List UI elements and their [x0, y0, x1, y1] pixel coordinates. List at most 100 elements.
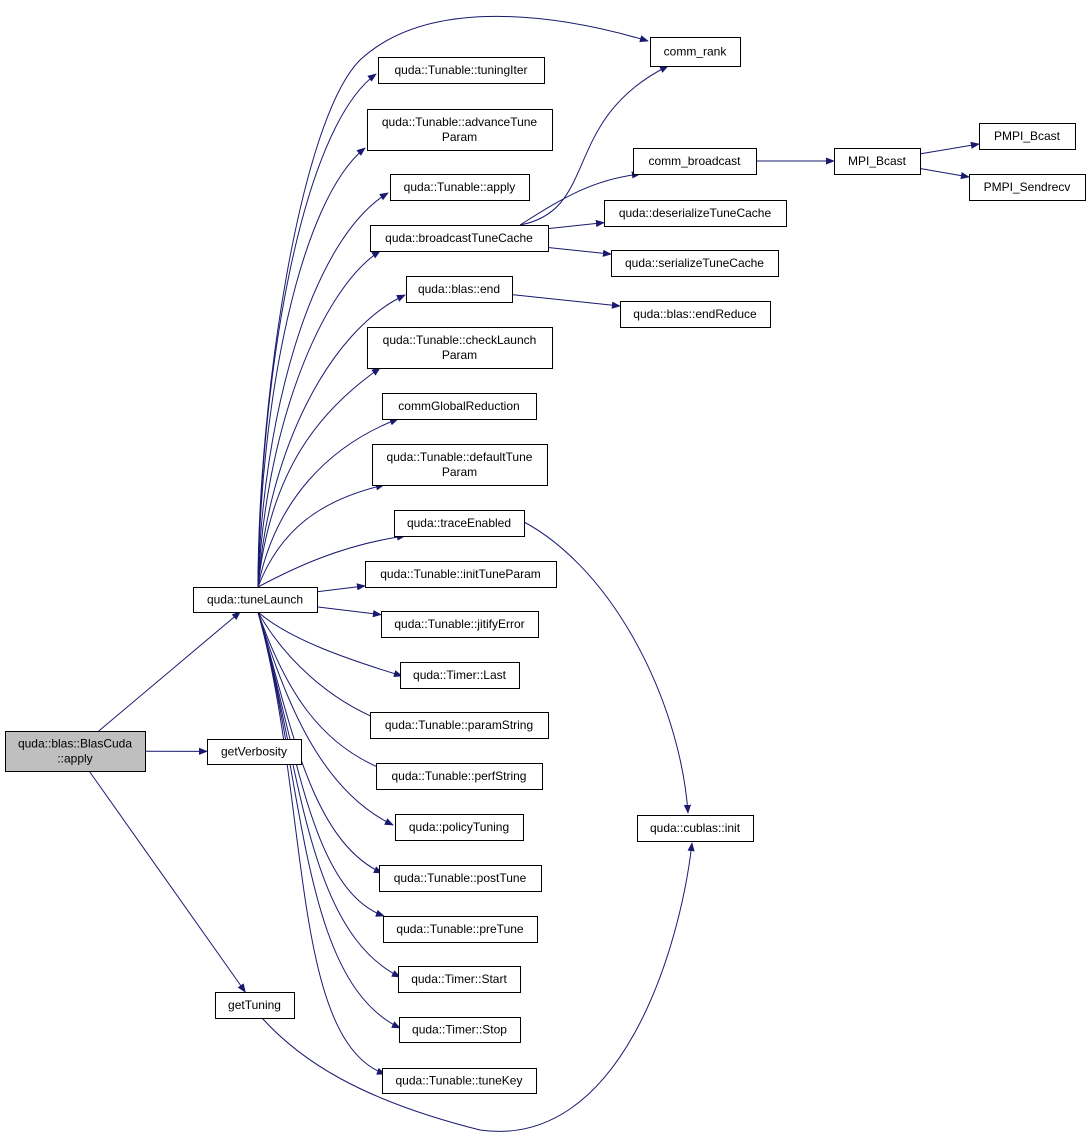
node-cublasInit[interactable]: quda::cublas::init — [637, 815, 754, 842]
node-timerStart[interactable]: quda::Timer::Start — [398, 966, 521, 993]
edge-tuneLaunch-to-blasEnd — [257, 294, 406, 588]
node-label: quda::Tunable::defaultTune — [387, 450, 533, 464]
node-label: quda::Tunable::jitifyError — [394, 617, 524, 631]
node-box — [395, 814, 524, 841]
edge-broadcastTuneCache-to-comm_broadcast — [519, 171, 641, 226]
edge-blasEnd-to-endReduce — [511, 294, 621, 309]
node-box — [633, 148, 757, 175]
node-label: quda::Tunable::perfString — [392, 769, 527, 783]
node-label: quda::Tunable::postTune — [394, 871, 527, 885]
node-box — [406, 276, 513, 303]
node-PMPI_Sendrecv[interactable]: PMPI_Sendrecv — [969, 174, 1086, 201]
node-box — [372, 444, 548, 486]
node-label: quda::Tunable::advanceTune — [382, 115, 538, 129]
node-box — [834, 148, 921, 175]
node-label: quda::serializeTuneCache — [625, 256, 764, 270]
edge-broadcastTuneCache-to-serializeTuneCache — [547, 246, 612, 257]
node-box — [399, 1017, 521, 1043]
node-getVerbosity[interactable]: getVerbosity — [207, 739, 302, 765]
node-tuningIter[interactable]: quda::Tunable::tuningIter — [378, 57, 545, 84]
node-preTune[interactable]: quda::Tunable::preTune — [383, 916, 538, 943]
edge-tuneLaunch-to-tuningIter — [257, 73, 377, 588]
node-deserializeTuneCache[interactable]: quda::deserializeTuneCache — [604, 200, 787, 227]
edge-tuneLaunch-to-initTuneParam — [316, 583, 366, 593]
edge-getTuning-to-cublasInit — [261, 842, 695, 1132]
node-box — [207, 739, 302, 765]
edge-tuneLaunch-to-timerStop — [257, 611, 401, 1029]
node-label: quda::traceEnabled — [407, 516, 511, 530]
node-label: quda::blas::BlasCuda — [18, 737, 132, 751]
edge-MPI_Bcast-to-PMPI_Bcast — [919, 141, 980, 155]
edge-tuneLaunch-to-perfString — [257, 611, 386, 771]
node-tunableApply[interactable]: quda::Tunable::apply — [390, 174, 530, 201]
node-box — [604, 200, 787, 227]
edge-tuneLaunch-to-checkLaunchParam — [257, 367, 381, 588]
node-label: quda::cublas::init — [650, 821, 741, 835]
node-box — [367, 327, 553, 369]
edge-tuneLaunch-to-defaultTuneParam — [257, 483, 385, 588]
node-box — [650, 37, 741, 67]
call-edges — [88, 15, 980, 1132]
node-broadcastTuneCache[interactable]: quda::broadcastTuneCache — [370, 225, 549, 252]
node-blasEnd[interactable]: quda::blas::end — [406, 276, 513, 303]
node-label: quda::Timer::Stop — [412, 1023, 507, 1037]
node-box — [398, 966, 521, 993]
edge-tuneLaunch-to-policyTuning — [257, 611, 394, 826]
node-label: quda::Tunable::initTuneParam — [380, 567, 541, 581]
node-initTuneParam[interactable]: quda::Tunable::initTuneParam — [365, 561, 557, 588]
edge-tuneLaunch-to-timerLast — [257, 611, 403, 678]
node-label: ::apply — [57, 752, 92, 766]
node-box — [390, 174, 530, 201]
node-perfString[interactable]: quda::Tunable::perfString — [376, 763, 543, 790]
node-tuneLaunch[interactable]: quda::tuneLaunch — [193, 587, 318, 613]
node-jitifyError[interactable]: quda::Tunable::jitifyError — [381, 611, 539, 638]
node-label: quda::blas::end — [418, 282, 500, 296]
edge-tuneLaunch-to-advanceTuneParam — [257, 147, 366, 588]
node-label: quda::tuneLaunch — [207, 593, 303, 607]
function-nodes: quda::blas::BlasCuda::apply quda::tuneLau… — [5, 37, 1086, 1094]
node-box — [370, 225, 549, 252]
edge-tuneLaunch-to-paramString — [257, 611, 381, 721]
node-box — [365, 561, 557, 588]
node-getTuning[interactable]: getTuning — [215, 992, 295, 1019]
node-box — [394, 510, 525, 537]
node-policyTuning[interactable]: quda::policyTuning — [395, 814, 524, 841]
node-postTune[interactable]: quda::Tunable::postTune — [379, 865, 542, 892]
node-label: Param — [442, 348, 477, 362]
node-label: quda::Timer::Start — [411, 972, 507, 986]
node-box — [969, 174, 1086, 201]
node-commGlobalReduction[interactable]: commGlobalReduction — [382, 393, 537, 420]
node-serializeTuneCache[interactable]: quda::serializeTuneCache — [611, 250, 779, 277]
node-PMPI_Bcast[interactable]: PMPI_Bcast — [979, 123, 1076, 150]
node-label: quda::policyTuning — [409, 820, 509, 834]
node-timerStop[interactable]: quda::Timer::Stop — [399, 1017, 521, 1043]
node-box — [193, 587, 318, 613]
node-traceEnabled[interactable]: quda::traceEnabled — [394, 510, 525, 537]
edge-tuneLaunch-to-postTune — [257, 611, 383, 874]
edge-root-to-tuneLaunch — [98, 611, 241, 732]
node-root[interactable]: quda::blas::BlasCuda::apply — [5, 731, 146, 772]
edge-broadcastTuneCache-to-deserializeTuneCache — [547, 219, 605, 230]
node-comm_rank[interactable]: comm_rank — [650, 37, 741, 67]
node-label: quda::deserializeTuneCache — [619, 206, 772, 220]
node-MPI_Bcast[interactable]: MPI_Bcast — [834, 148, 921, 175]
node-box — [378, 57, 545, 84]
node-box — [620, 301, 771, 328]
node-paramString[interactable]: quda::Tunable::paramString — [370, 712, 549, 739]
node-timerLast[interactable]: quda::Timer::Last — [400, 662, 520, 689]
node-label: Param — [442, 465, 477, 479]
edge-tuneLaunch-to-timerStart — [257, 611, 401, 978]
edge-tuneLaunch-to-tuneKey — [257, 611, 386, 1075]
node-label: PMPI_Sendrecv — [984, 180, 1071, 194]
node-box — [382, 1068, 537, 1094]
node-comm_broadcast[interactable]: comm_broadcast — [633, 148, 757, 175]
node-label: getVerbosity — [221, 745, 287, 759]
node-label: quda::Tunable::checkLaunch — [383, 333, 537, 347]
edge-broadcastTuneCache-to-comm_rank — [519, 65, 669, 226]
node-tuneKey[interactable]: quda::Tunable::tuneKey — [382, 1068, 537, 1094]
node-endReduce[interactable]: quda::blas::endReduce — [620, 301, 771, 328]
